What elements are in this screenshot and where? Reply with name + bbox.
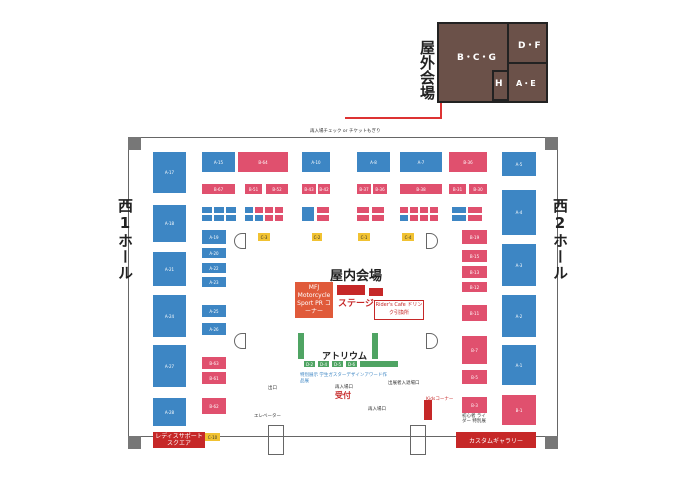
- booth-c4: C-4: [402, 233, 414, 241]
- exit-label: 出口: [268, 386, 277, 391]
- booth-b5: B-5: [462, 370, 487, 384]
- booth-c10: C-10: [205, 433, 220, 441]
- booth-c2: C-2: [312, 233, 322, 241]
- small-booth-row: [202, 207, 490, 221]
- reentry-label-a: 再入場口: [335, 385, 353, 390]
- elevator-label: エレベーター: [254, 414, 281, 419]
- booth-a17: A-17: [153, 152, 186, 193]
- outdoor-zone-h: H: [495, 79, 503, 89]
- booth-c3: C-3: [258, 233, 270, 241]
- booth-d2: D-2: [304, 361, 315, 367]
- booth-a24: A-24: [153, 295, 186, 337]
- booth-d6: D-6: [346, 361, 357, 367]
- ladies-support-square: レディスサポート スクエア: [153, 432, 205, 448]
- kids-corner-label: Kidsコーナー: [426, 397, 454, 402]
- booth-b31: B-31: [449, 184, 466, 194]
- outdoor-zone-ae: A・E: [516, 79, 536, 88]
- booth-b37: B-37: [357, 184, 371, 194]
- exit-east-gate: [410, 425, 426, 455]
- outdoor-venue-block: B・C・G D・F H A・E: [437, 22, 548, 103]
- stairs-sw: [234, 333, 246, 349]
- booth-a20: A-20: [202, 248, 226, 258]
- kids-corner-area: [424, 400, 432, 420]
- atrium-label: アトリウム: [322, 352, 368, 362]
- custom-gallery: カスタムギャラリー: [456, 432, 536, 448]
- booth-b43: B-43: [302, 184, 316, 194]
- booth-a27: A-27: [153, 345, 186, 387]
- booth-b67: B-67: [202, 184, 235, 194]
- stage-label: ステージ: [338, 299, 374, 309]
- booth-a23: A-23: [202, 277, 226, 287]
- booth-a7: A-7: [400, 152, 442, 172]
- design-award-label: 特別展示 学生ガスターデザインアワード作品展: [300, 373, 387, 384]
- booth-b15: B-15: [462, 250, 487, 262]
- booth-b19: B-19: [462, 230, 487, 244]
- booth-b11: B-11: [462, 305, 487, 321]
- booth-a26: A-26: [202, 323, 226, 335]
- booth-b7: B-7: [462, 336, 487, 364]
- outdoor-zone-bcg: B・C・G: [457, 53, 496, 63]
- indoor-venue-title: 屋内会場: [330, 269, 383, 284]
- outdoor-venue-title: 屋外会場: [418, 40, 436, 100]
- booth-b12: B-12: [462, 282, 487, 292]
- booth-a2: A-2: [502, 295, 536, 337]
- stairs-west: [234, 233, 246, 249]
- reception-label: 受付: [335, 391, 351, 400]
- booth-b63: B-63: [202, 357, 226, 369]
- booth-b38: B-38: [400, 184, 442, 194]
- west-hall-2-label: 西2ホール: [551, 198, 569, 281]
- booth-b1: B-1: [502, 395, 536, 425]
- booth-b42: B-42: [318, 184, 330, 194]
- booth-c1: C-1: [358, 233, 370, 241]
- booth-a3: A-3: [502, 244, 536, 286]
- booth-a18: A-18: [153, 205, 186, 242]
- booth-b3: B-3: [462, 397, 487, 413]
- entrance-check-label: 再入場チェック or チケットもぎり: [310, 129, 381, 134]
- booth-b51: B-51: [245, 184, 262, 194]
- exhibitor-reentry-label: 出展者入退場口: [388, 381, 420, 386]
- booth-b52: B-52: [266, 184, 288, 194]
- beginner-rider-label: 初心者 ライダー 特別展: [462, 414, 486, 424]
- booth-a5: A-5: [502, 152, 536, 176]
- booth-b64: B-64: [238, 152, 288, 172]
- booth-a15: A-15: [202, 152, 235, 172]
- reentry-label-b: 再入場口: [368, 407, 386, 412]
- booth-a8: A-8: [357, 152, 390, 172]
- booth-a25: A-25: [202, 305, 226, 317]
- booth-b36-top: B-36: [449, 152, 487, 172]
- booth-b36: B-36: [373, 184, 387, 194]
- mfj-pr-corner: MFJ Motorcycle Sport PR コーナー: [295, 282, 333, 318]
- booth-a19: A-19: [202, 230, 226, 244]
- riders-cafe-area: [369, 288, 383, 296]
- booth-a28: A-28: [153, 398, 186, 426]
- booth-a1: A-1: [502, 345, 536, 385]
- booth-b13: B-13: [462, 266, 487, 278]
- riders-cafe-label: Rider's Cafe ドリンク引換所: [374, 300, 424, 320]
- stairs-se: [426, 333, 438, 349]
- stage-area: [337, 285, 365, 295]
- booth-d5: D-5: [332, 361, 343, 367]
- booth-d4: D-4: [318, 361, 329, 367]
- exit-west-gate: [268, 425, 284, 455]
- outdoor-zone-df: D・F: [518, 41, 541, 51]
- booth-a21: A-21: [153, 252, 186, 286]
- booth-b30: B-30: [469, 184, 487, 194]
- stairs-east: [426, 233, 438, 249]
- booth-a4: A-4: [502, 190, 536, 235]
- booth-b61: B-61: [202, 372, 226, 384]
- booth-b62: B-62: [202, 398, 226, 414]
- booth-a10: A-10: [302, 152, 330, 172]
- indoor-building: [128, 137, 558, 437]
- west-hall-1-label: 西1ホール: [116, 198, 134, 281]
- booth-a22: A-22: [202, 263, 226, 273]
